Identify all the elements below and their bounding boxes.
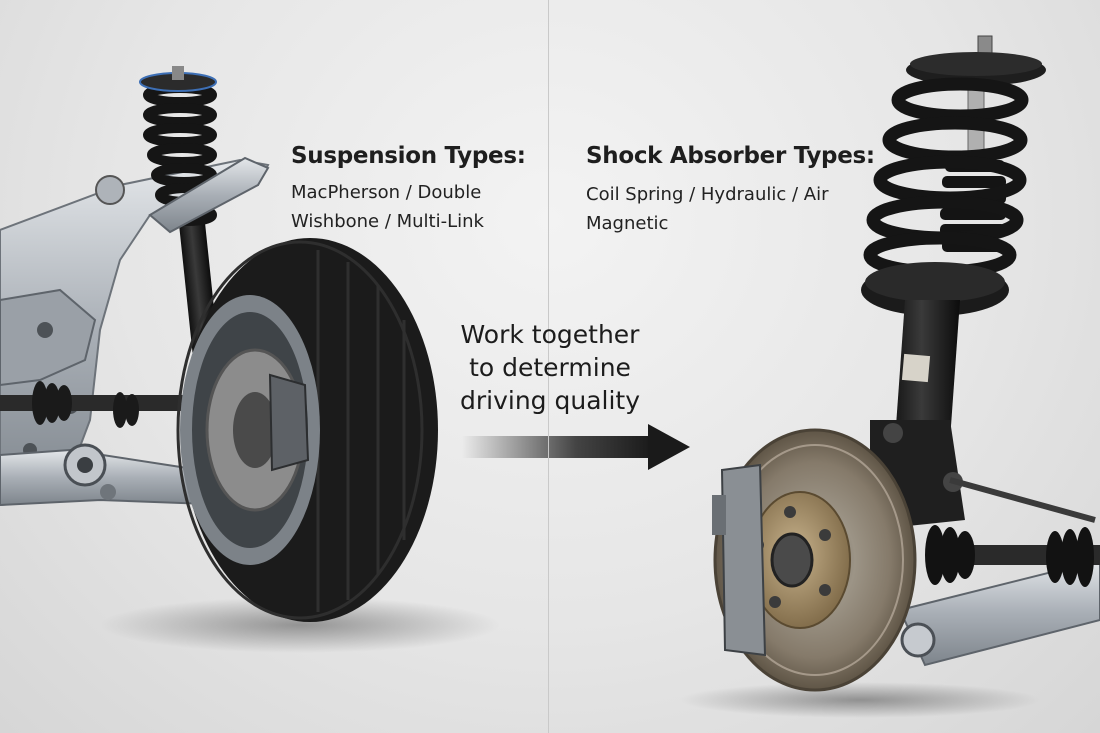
right-shock-absorber-assembly — [680, 35, 1100, 718]
shock-absorber-types-line-2: Magnetic — [586, 213, 669, 234]
center-caption: Work together to determine driving quali… — [430, 318, 670, 417]
left-suspension-assembly — [0, 66, 500, 653]
center-caption-line-2: to determine — [469, 353, 631, 382]
center-caption-line-3: driving quality — [459, 386, 641, 415]
suspension-types-line-2: Wishbone / Multi-Link — [291, 211, 484, 232]
suspension-types-line-1: MacPherson / Double — [291, 182, 482, 203]
panel-divider — [548, 0, 549, 733]
center-caption-line-1: Work together — [460, 320, 640, 349]
shock-absorber-types-list: Coil Spring / Hydraulic / Air Magnetic — [586, 180, 828, 238]
shock-absorber-types-title: Shock Absorber Types: — [586, 143, 875, 169]
suspension-types-list: MacPherson / Double Wishbone / Multi-Lin… — [291, 178, 484, 236]
shock-absorber-types-line-1: Coil Spring / Hydraulic / Air — [586, 184, 829, 205]
right-arrow-icon — [462, 424, 690, 470]
suspension-types-title: Suspension Types: — [291, 143, 526, 169]
